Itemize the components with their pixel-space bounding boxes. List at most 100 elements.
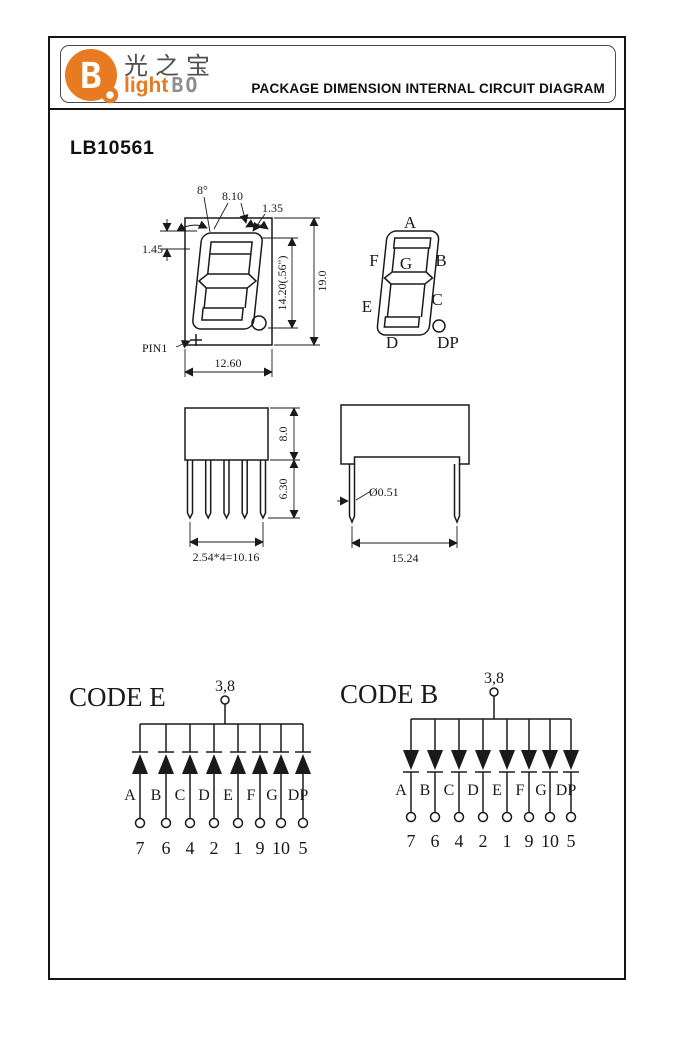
header-separator	[48, 108, 626, 110]
dim-package-width: 12.60	[215, 356, 242, 370]
code-e-branch-e: E 1	[223, 724, 246, 858]
dim-side-right-group: 8.0 6.30	[268, 407, 300, 519]
code-e-pin-number: 9	[256, 838, 265, 858]
dim-package-height: 19.0	[315, 271, 329, 292]
dim-lead-length: 6.30	[276, 479, 290, 500]
circuit-code-e: CODE E 3,8 A 7 B 6	[69, 678, 311, 858]
code-e-branch-a: A 7	[124, 724, 148, 858]
circuit-code-b: CODE B 3,8 A 7 B 6	[340, 670, 579, 851]
code-e-branch-d: D 2	[198, 724, 222, 858]
front-view-drawing: PIN1 8° 8.10 1.35 1.45 14.20(.56")	[142, 183, 329, 377]
segment-dp-circle	[432, 319, 446, 333]
dim-segment-width: 1.35	[262, 201, 283, 215]
code-b-pin-number: 2	[479, 831, 488, 851]
code-b-seg-label: DP	[556, 782, 577, 799]
code-e-seg-label: A	[124, 787, 136, 804]
code-b-pin-number: 4	[455, 831, 464, 851]
code-b-branch-g: G 10	[535, 719, 559, 851]
lead-pins	[186, 460, 267, 520]
code-e-seg-label: B	[151, 787, 162, 804]
code-b-branch-f: F 9	[516, 719, 537, 851]
dim-lead-pitch-group: 2.54*4=10.16	[189, 522, 264, 564]
code-b-branch-c: C 4	[444, 719, 467, 851]
code-e-pin-number: 2	[210, 838, 219, 858]
code-e-branch-g: G 10	[266, 724, 290, 858]
profile-body-outline	[340, 404, 470, 465]
code-e-common: 3,8	[215, 678, 235, 724]
segment-label-e: E	[362, 297, 372, 316]
part-number: LB10561	[70, 137, 155, 159]
code-b-title: CODE B	[340, 679, 438, 709]
logo-letter: B	[80, 56, 102, 97]
code-b-seg-label: F	[516, 782, 525, 799]
code-e-pin-number: 10	[272, 838, 290, 858]
dim-tilt-angle: 8°	[197, 183, 208, 197]
code-e-branch-c: C 4	[175, 724, 198, 858]
code-e-common-pins: 3,8	[215, 678, 235, 695]
code-b-seg-label: A	[395, 782, 407, 799]
code-b-seg-label: B	[420, 782, 431, 799]
brand-light: light	[124, 74, 169, 97]
code-b-common-terminal	[489, 687, 499, 697]
page-title: PACKAGE DIMENSION INTERNAL CIRCUIT DIAGR…	[251, 81, 605, 96]
code-e-title: CODE E	[69, 682, 166, 712]
code-b-pin-number: 1	[503, 831, 512, 851]
code-e-branch-f: F 9	[247, 724, 268, 858]
code-e-seg-label: F	[247, 787, 256, 804]
pin1-label: PIN1	[142, 341, 167, 355]
dim-top-offset: 1.45	[142, 242, 163, 256]
code-b-pin-number: 9	[525, 831, 534, 851]
code-e-seg-label: D	[198, 787, 210, 804]
side-view-front: 8.0 6.30 2.54*4=10.16	[184, 407, 300, 564]
segment-label-b: B	[435, 251, 446, 270]
code-e-pin-number: 1	[234, 838, 243, 858]
segment-label-g: G	[400, 254, 412, 273]
segment-label-c: C	[431, 290, 442, 309]
code-b-pin-number: 6	[431, 831, 440, 851]
header: PACKAGE DIMENSION INTERNAL CIRCUIT DIAGR…	[60, 45, 616, 103]
side-body-outline	[184, 407, 269, 461]
brand-name-chinese: 光之宝	[124, 52, 217, 80]
code-b-common-pins: 3,8	[484, 670, 504, 687]
digit-outline	[192, 232, 263, 330]
segment-label-d: D	[386, 333, 398, 352]
code-e-branch-dp: DP 5	[288, 724, 311, 858]
code-e-seg-label: DP	[288, 787, 309, 804]
decimal-point-outline	[251, 315, 267, 331]
code-e-common-terminal	[220, 695, 230, 705]
segment-diagram: A F B G E C D DP	[362, 213, 459, 352]
code-b-seg-label: C	[444, 782, 455, 799]
brand-bo: BO	[171, 73, 200, 97]
code-b-seg-label: G	[535, 782, 547, 799]
profile-lead-pins	[348, 464, 461, 524]
dim-body-height: 8.0	[276, 427, 290, 442]
code-e-seg-label: C	[175, 787, 186, 804]
package-outline	[184, 217, 273, 346]
dim-top-group: 8° 8.10 1.35	[176, 183, 283, 233]
segment-digit-outline	[376, 230, 440, 336]
dim-lead-span: 15.24	[392, 551, 419, 565]
brand-logo-icon: B	[65, 49, 119, 104]
code-e-pin-number: 5	[299, 838, 308, 858]
dim-top-offset-group: 1.45	[142, 219, 197, 261]
code-b-pin-number: 7	[407, 831, 416, 851]
code-b-branch-a: A 7	[395, 719, 419, 851]
code-b-seg-label: D	[467, 782, 479, 799]
code-e-pin-number: 7	[136, 838, 145, 858]
dim-lead-span-group: 15.24	[351, 526, 458, 565]
dim-digit-height: 14.20(.56")	[275, 256, 289, 311]
code-b-common: 3,8	[484, 670, 504, 719]
code-b-branch-dp: DP 5	[556, 719, 579, 851]
side-view-profile: Ø0.51 15.24	[337, 404, 470, 565]
segment-label-f: F	[369, 251, 378, 270]
dim-bottom-group: 12.60	[184, 349, 273, 377]
code-b-branch-d: D 2	[467, 719, 491, 851]
code-b-branch-e: E 1	[492, 719, 515, 851]
segment-label-dp: DP	[437, 333, 459, 352]
logo-ring-icon	[101, 86, 119, 104]
code-b-pin-number: 5	[567, 831, 576, 851]
code-b-pin-number: 10	[541, 831, 559, 851]
dim-lead-diameter: Ø0.51	[369, 485, 399, 499]
pin1-marker: PIN1	[142, 334, 202, 355]
